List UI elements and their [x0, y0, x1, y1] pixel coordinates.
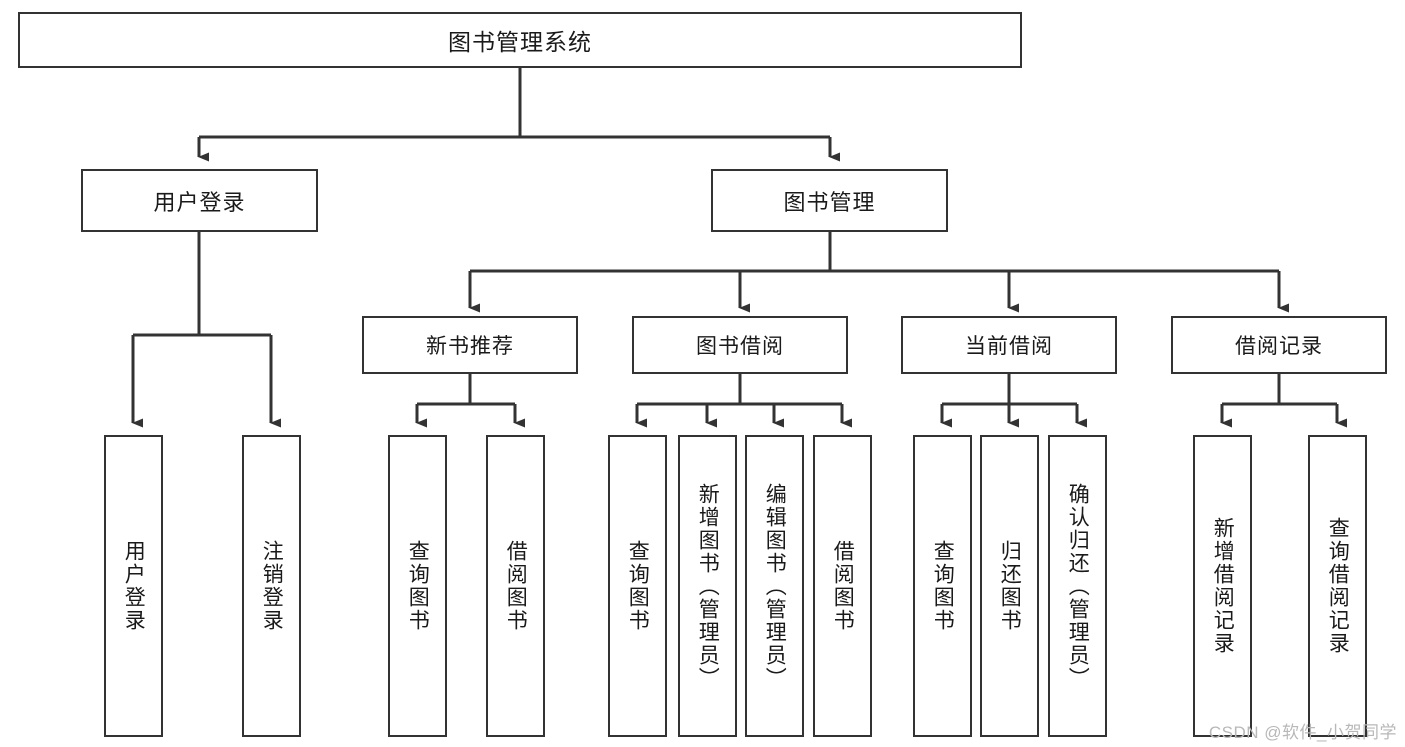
leaf-return-book[interactable]: 归还图书 — [980, 435, 1039, 737]
node-borrow-record[interactable]: 借阅记录 — [1171, 316, 1387, 374]
node-book-management[interactable]: 图书管理 — [711, 169, 948, 232]
node-label: 用户登录 — [153, 189, 246, 215]
node-label: 查询图书 — [406, 540, 430, 632]
leaf-query-book-recommend[interactable]: 查询图书 — [388, 435, 447, 737]
leaf-user-login[interactable]: 用户登录 — [104, 435, 163, 737]
leaf-add-book-admin[interactable]: 新增图书（管理员） — [678, 435, 737, 737]
node-label: 借阅图书 — [831, 540, 855, 632]
leaf-query-book-borrow[interactable]: 查询图书 — [608, 435, 667, 737]
node-label: 新增图书（管理员） — [696, 482, 720, 690]
node-label: 确认归还（管理员） — [1066, 482, 1090, 690]
node-user-login[interactable]: 用户登录 — [81, 169, 318, 232]
node-root-system[interactable]: 图书管理系统 — [18, 12, 1022, 68]
leaf-add-borrow-record[interactable]: 新增借阅记录 — [1193, 435, 1252, 737]
node-current-borrow[interactable]: 当前借阅 — [901, 316, 1117, 374]
node-label: 归还图书 — [998, 540, 1022, 632]
leaf-query-borrow-record[interactable]: 查询借阅记录 — [1308, 435, 1367, 737]
node-label: 图书借阅 — [696, 335, 784, 358]
leaf-edit-book-admin[interactable]: 编辑图书（管理员） — [745, 435, 804, 737]
node-label: 当前借阅 — [965, 335, 1053, 358]
leaf-confirm-return-admin[interactable]: 确认归还（管理员） — [1048, 435, 1107, 737]
node-label: 编辑图书（管理员） — [763, 482, 787, 690]
node-label: 注销登录 — [260, 540, 284, 632]
node-label: 图书管理 — [783, 189, 876, 215]
node-label: 用户登录 — [122, 540, 146, 632]
node-label: 查询图书 — [931, 540, 955, 632]
csdn-watermark: CSDN @软件_小贺同学 — [1208, 723, 1397, 742]
node-label: 新增借阅记录 — [1211, 517, 1235, 655]
node-book-borrow[interactable]: 图书借阅 — [632, 316, 848, 374]
leaf-user-logout[interactable]: 注销登录 — [242, 435, 301, 737]
node-new-book-recommend[interactable]: 新书推荐 — [362, 316, 578, 374]
node-label: 图书管理系统 — [448, 29, 592, 55]
leaf-query-book-current[interactable]: 查询图书 — [913, 435, 972, 737]
node-label: 新书推荐 — [426, 335, 514, 358]
node-label: 查询图书 — [626, 540, 650, 632]
node-label: 查询借阅记录 — [1326, 517, 1350, 655]
node-label: 借阅记录 — [1235, 335, 1323, 358]
leaf-borrow-book[interactable]: 借阅图书 — [813, 435, 872, 737]
node-label: 借阅图书 — [504, 540, 528, 632]
leaf-borrow-book-recommend[interactable]: 借阅图书 — [486, 435, 545, 737]
